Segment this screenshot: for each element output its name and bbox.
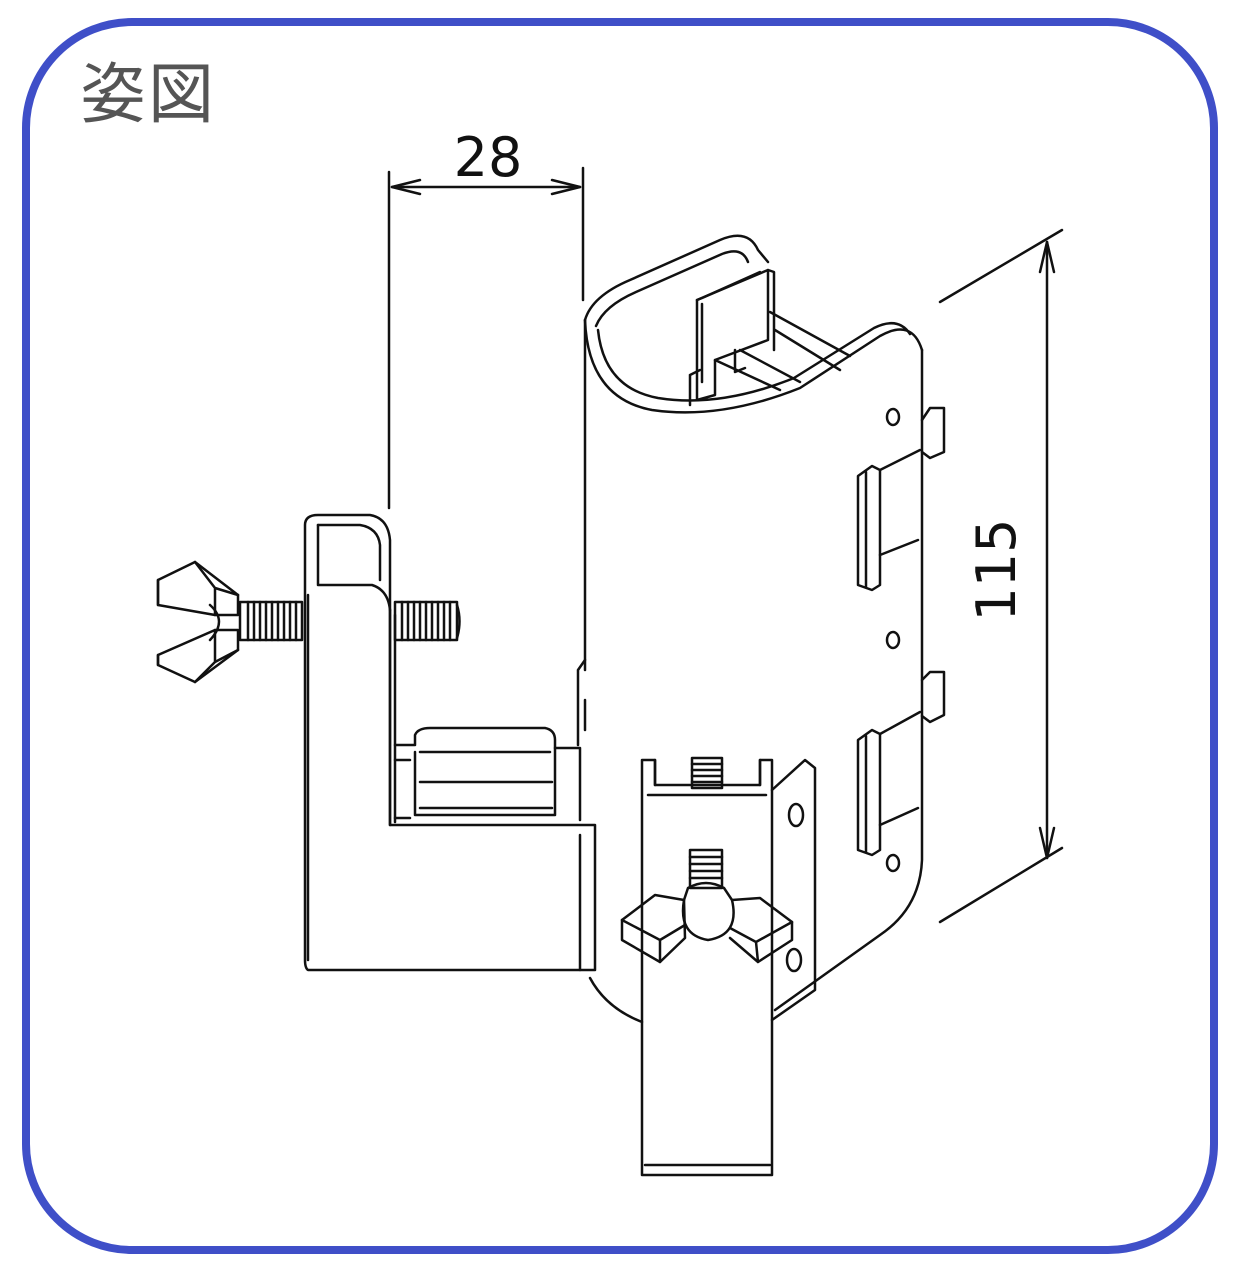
left-screw-threads-inner xyxy=(400,600,452,642)
clamp-top-jaw-notch xyxy=(316,523,392,612)
front-lower-clamp xyxy=(640,758,817,1177)
panel-frame xyxy=(22,18,1218,1254)
left-screw-threads-outer xyxy=(246,600,298,642)
front-clamp-hole-top xyxy=(787,802,805,828)
height-dimension: 115 xyxy=(938,228,1064,924)
wing-nut-upper-wing xyxy=(156,560,240,617)
flange-features xyxy=(856,406,946,873)
height-arrow-bottom xyxy=(1038,826,1056,860)
wing-nut-hub xyxy=(208,603,221,642)
channel-rim-outer xyxy=(583,234,770,322)
flange-slot-upper xyxy=(856,464,882,592)
inner-cross-members xyxy=(713,310,852,392)
front-top-screw xyxy=(690,756,724,790)
channel-front-lip-inner xyxy=(596,321,912,402)
channel-left-step xyxy=(576,658,587,747)
inner-rail-foot xyxy=(688,368,702,407)
flange-tab-upper xyxy=(920,406,946,460)
height-extension-line-bottom xyxy=(938,846,1064,924)
channel-right-flange-edge xyxy=(773,348,924,1012)
left-c-clamp xyxy=(303,513,597,972)
channel-bottom-curve xyxy=(588,976,644,1024)
clamp-top-jaw-inner xyxy=(316,523,382,582)
channel-inner-rails xyxy=(688,268,852,407)
wing-nut-lower-wing-edges xyxy=(156,628,240,684)
front-wing-nut-hub xyxy=(681,881,735,942)
front-wing-nut-right-wing xyxy=(728,896,794,964)
left-screw-tip xyxy=(455,603,461,640)
flange-slot-lower xyxy=(856,728,882,857)
front-clamp-hole-bottom xyxy=(785,947,803,973)
main-channel-body xyxy=(576,234,924,1024)
flange-hole-middle xyxy=(885,630,901,650)
front-clamp-side-flange xyxy=(770,758,817,1022)
wing-nut-upper-wing-edges xyxy=(156,560,240,617)
front-clamp-plate xyxy=(640,758,774,1177)
front-top-screw-threads xyxy=(690,762,724,784)
flange-tab-lower xyxy=(920,670,946,724)
width-dimension-label: 28 xyxy=(454,126,523,189)
inner-rail-tab xyxy=(733,348,747,374)
clamp-pad-edges xyxy=(393,746,582,822)
clamp-outer-body xyxy=(303,513,597,972)
flange-slot-lower-lines xyxy=(878,710,922,827)
flange-slot-upper-lines xyxy=(878,448,922,557)
left-screw xyxy=(238,600,461,642)
front-screw-threads xyxy=(688,855,724,880)
flange-hole-top xyxy=(885,407,901,427)
panel-title: 姿図 xyxy=(80,56,216,133)
flange-hole-bottom xyxy=(885,853,901,873)
width-arrow-right xyxy=(550,178,582,196)
channel-front-lip-outer xyxy=(583,318,924,414)
front-screw-shank xyxy=(688,848,724,890)
front-clamp-top-notches xyxy=(653,758,762,787)
channel-rim-inner xyxy=(594,250,750,328)
height-arrow-top xyxy=(1038,240,1056,274)
inner-rail-thickness xyxy=(700,268,776,384)
clamp-pad-lines xyxy=(418,750,554,810)
front-wing-nut-right-wing-edges xyxy=(728,920,794,964)
width-arrow-left xyxy=(390,178,422,196)
front-top-screw-shank xyxy=(690,756,724,790)
front-wing-nut-left-wing-edges xyxy=(620,918,687,964)
inner-rail-edge xyxy=(695,270,762,302)
left-wing-nut xyxy=(156,560,240,684)
front-wing-nut-left-wing xyxy=(620,893,687,964)
height-extension-line-top xyxy=(938,228,1064,304)
width-dimension: 28 xyxy=(387,126,585,510)
height-dimension-label: 115 xyxy=(965,518,1028,621)
clamp-pad xyxy=(393,726,557,817)
front-wing-nut xyxy=(620,848,794,964)
